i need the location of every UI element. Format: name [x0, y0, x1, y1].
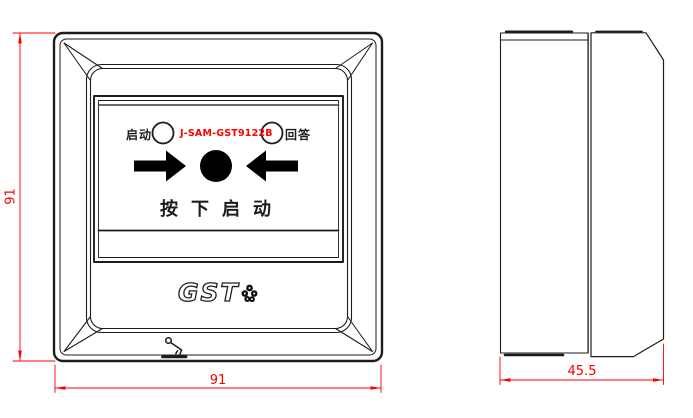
answer-led-label: 回答 [285, 128, 312, 142]
side-back-box [499, 32, 589, 354]
dim-label-front-height: 91 [3, 188, 19, 205]
front-view [52, 31, 384, 363]
dimension-lines [12, 32, 664, 393]
start-led-label: 启动 [126, 128, 153, 142]
brand-logo-text: GST [177, 277, 240, 307]
start-led-circle [151, 121, 175, 145]
front-face-inner [89, 67, 349, 330]
dim-front-height [12, 32, 56, 362]
model-number-label: J-SAM-GST9122B [180, 128, 273, 139]
glass-panel [93, 95, 344, 263]
dim-side-depth [499, 343, 664, 385]
dim-label-side-depth: 45.5 [567, 364, 597, 379]
brand-logo: GST [177, 277, 258, 308]
logo-flower-icon [241, 284, 258, 303]
dim-front-width [54, 364, 382, 393]
key-icon [164, 336, 183, 355]
front-face-outer [85, 63, 353, 334]
right-press-arrow-icon [246, 150, 298, 182]
side-bezel-outline [590, 32, 665, 358]
press-to-start-label: 按下启动 [160, 199, 284, 220]
left-press-arrow-icon [134, 150, 186, 182]
corner-bevels [63, 42, 374, 353]
push-button-circle [200, 150, 232, 182]
answer-led-circle [260, 121, 284, 145]
side-view [499, 30, 665, 358]
dim-label-front-width: 91 [209, 373, 227, 388]
front-outer-inner-line [59, 38, 377, 356]
front-outer-border [52, 31, 384, 363]
